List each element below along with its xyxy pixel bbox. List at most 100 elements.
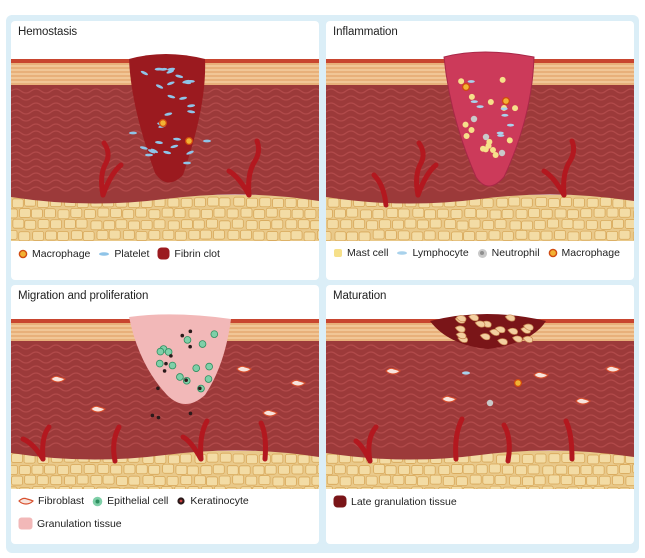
fat-cell [625,219,634,228]
fat-cell [495,475,506,484]
fat-cell [266,487,277,489]
epithelial-cell [206,363,213,370]
fat-cell [280,488,291,489]
fat-cell [581,487,592,489]
granulation-tissue-icon [18,517,33,530]
fat-cell [241,208,252,217]
fat-cell [522,455,533,464]
lymphocyte [497,132,504,135]
fat-cell [522,221,533,230]
fat-cell [373,210,384,219]
fat-cell [143,475,154,484]
fat-cell [483,475,494,484]
fat-cell [359,466,370,475]
fat-cell [207,453,218,462]
fat-cell [516,466,527,475]
fat-cell [292,465,303,474]
keratinocyte [180,334,184,338]
fat-cell [292,209,303,218]
fat-cell [272,220,283,229]
fat-cell [573,220,584,229]
fat-cell [291,231,302,240]
keratinocyte [184,378,188,382]
fat-cell [516,210,527,219]
neutrophil [499,150,505,156]
fat-cell [451,209,462,218]
platelet [183,162,191,165]
fat-cell [586,220,597,229]
fat-cell [548,199,559,208]
fat-cell [189,230,200,239]
fat-cell [83,232,94,241]
fat-cell [535,454,546,463]
fat-cell [393,476,404,485]
fat-cell [528,465,539,474]
fat-cell [439,466,450,475]
fat-cell [317,230,319,239]
mast-cell [469,127,475,133]
fat-cell [195,476,206,485]
fat-cell [600,197,611,206]
fat-cell [439,487,450,489]
fat-cell [266,208,277,217]
fat-cell [387,486,398,489]
fat-cell [424,231,435,240]
fat-cell [129,221,140,230]
mast-cell [469,94,475,100]
fat-cell [58,466,69,475]
fat-cell [273,199,284,208]
fat-cell [633,232,634,241]
fat-cell [180,454,191,463]
fat-cell [141,221,152,230]
epithelial-cell [184,336,191,343]
macrophage [515,380,522,387]
inflammation-illustration [326,45,634,241]
fat-cell [110,208,121,217]
fat-cell [213,465,224,474]
fat-cell [398,231,409,240]
fat-cell [347,466,358,475]
fat-cell [136,232,147,241]
fat-cell [424,466,435,475]
fat-cell [189,209,200,218]
fat-cell [175,486,186,489]
fat-cell [476,209,487,218]
fat-cell [412,232,423,241]
lymphocyte [497,134,504,137]
fat-cell [109,230,120,239]
legend-item: Granulation tissue [18,517,314,530]
fat-cell [71,486,82,489]
macrophage [503,98,510,105]
fat-cell [161,486,172,489]
fat-cell [233,454,244,463]
fat-cell [71,465,82,474]
fat-cell [334,209,345,218]
fat-cell [136,208,147,217]
keratinocyte [151,414,155,418]
keratinocyte [164,362,168,366]
fat-cell [424,488,435,489]
keratinocyte [189,330,193,334]
fat-cell [98,464,109,473]
neutrophil [471,116,477,122]
fat-cell [379,220,390,229]
legend-label: Epithelial cell [107,495,168,507]
legend-label: Granulation tissue [37,518,122,530]
fat-cell [476,231,487,240]
fat-cell [490,210,501,219]
fat-cell [228,230,239,239]
legend-label: Late granulation tissue [351,496,457,508]
fat-cell [587,476,598,485]
legend-item: Lymphocyte [396,247,468,259]
fat-cell [347,208,358,217]
fat-cell [305,209,316,218]
mast-cell [464,133,470,139]
legend: Macrophage Platelet Fibrin clot [18,247,314,260]
legend-label: Platelet [114,248,149,260]
fat-cell [451,486,462,489]
fat-cell [599,454,610,463]
mast-cell-icon [333,248,343,258]
fat-cell [412,465,423,474]
fat-cell [626,477,634,486]
fat-cell [116,220,127,229]
